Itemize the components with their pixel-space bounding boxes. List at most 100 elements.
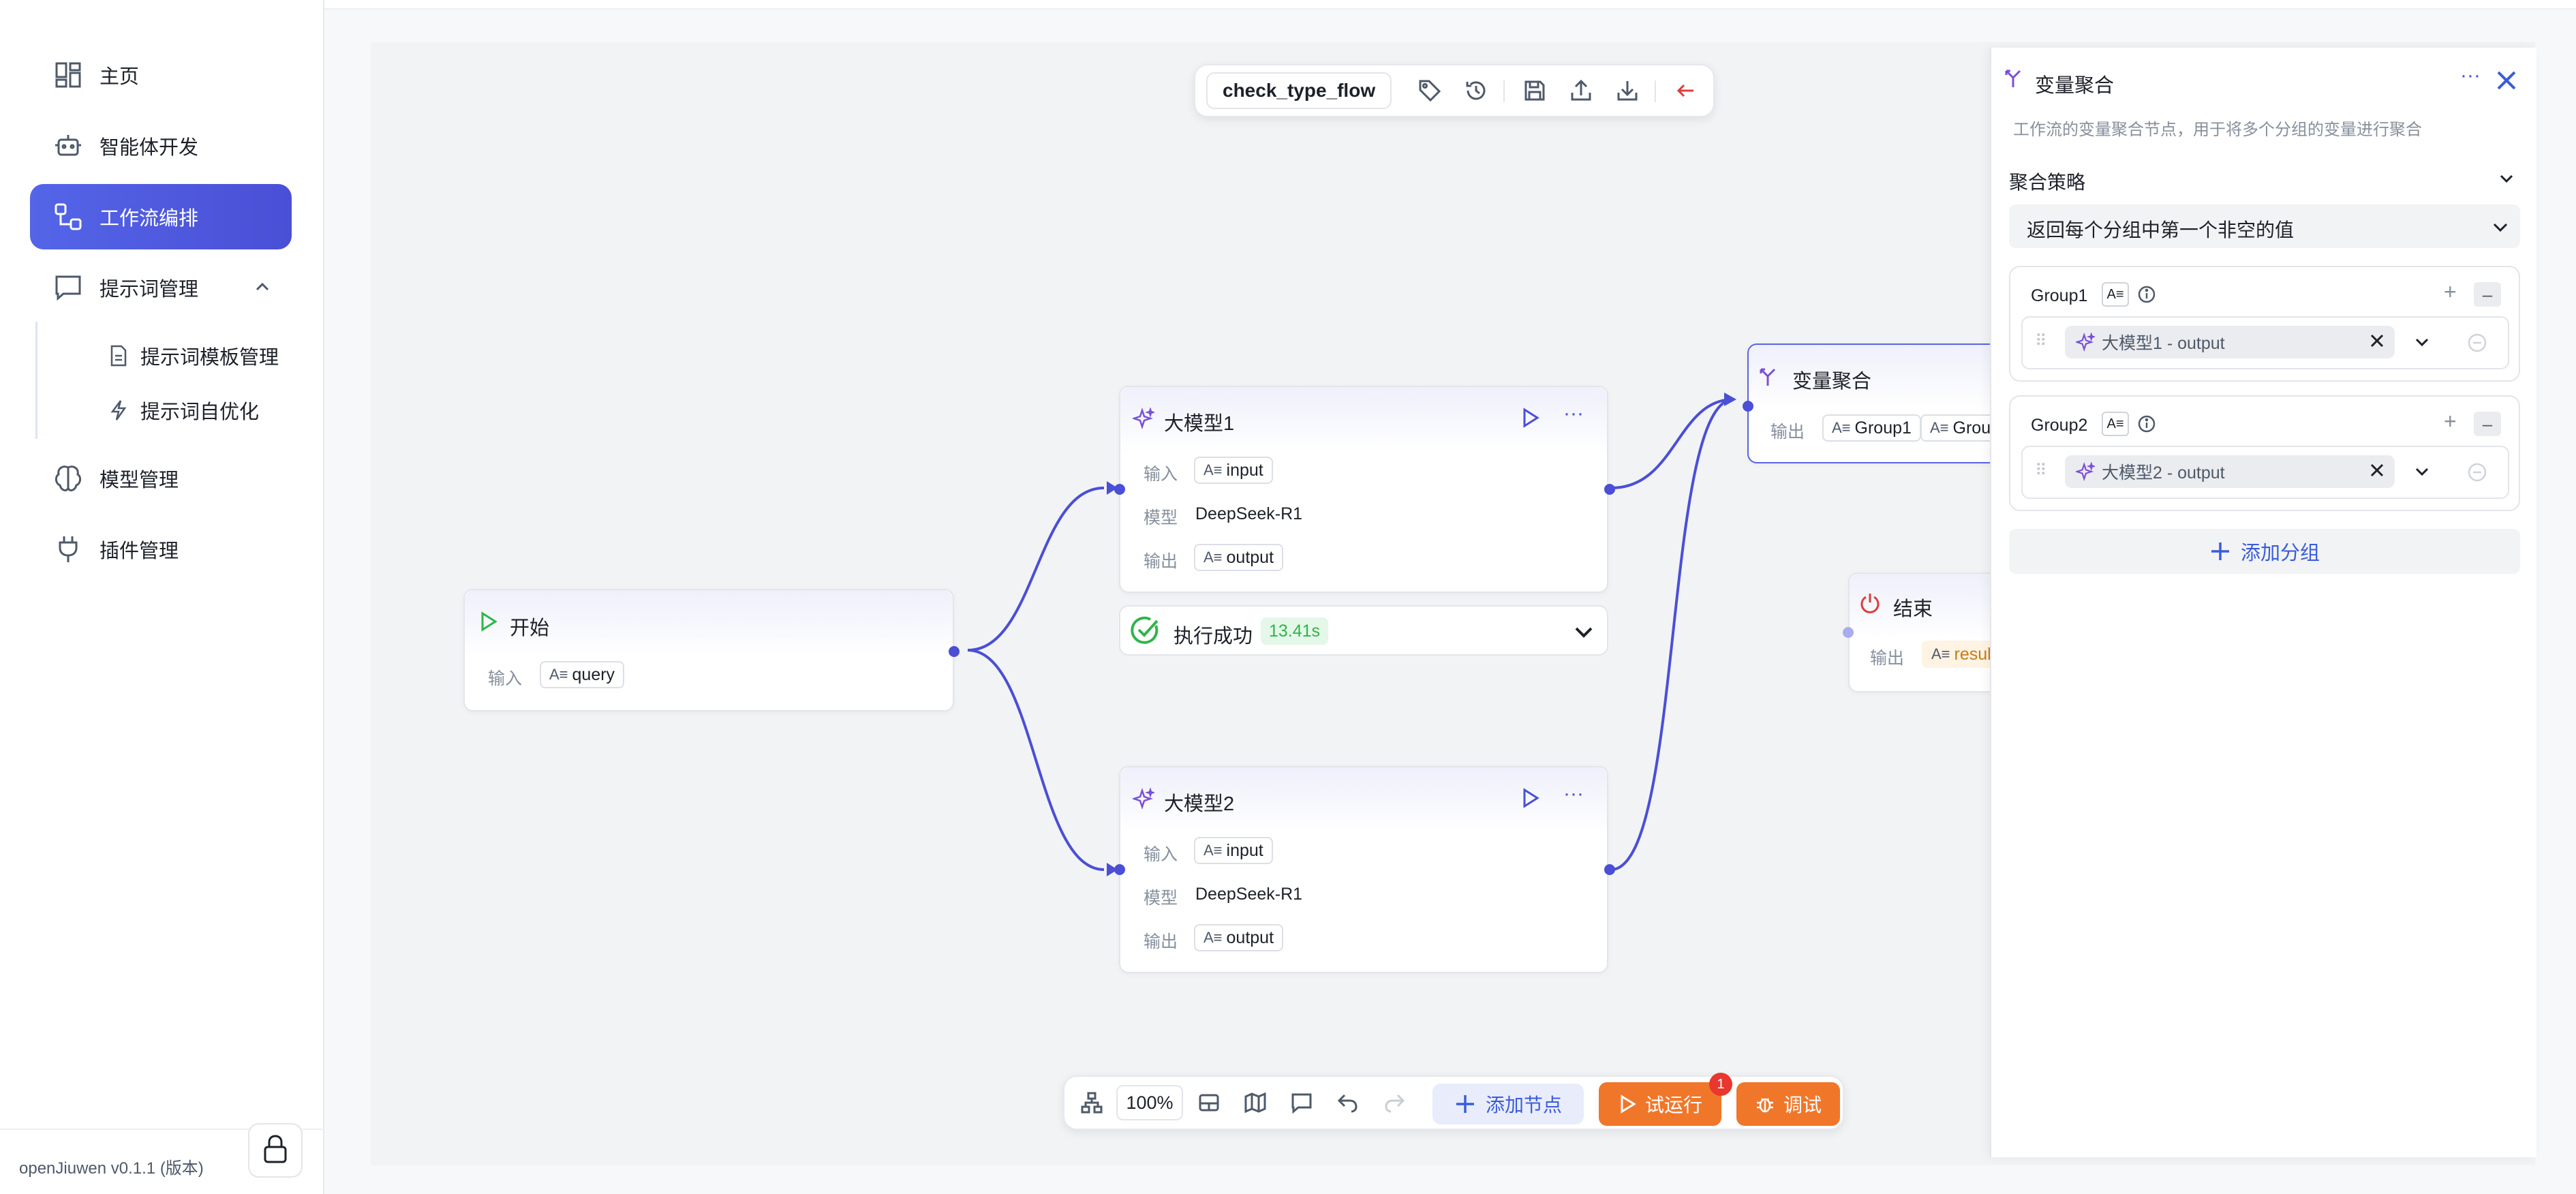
toolbar-divider — [1655, 80, 1656, 102]
chevron-down-icon — [2491, 218, 2509, 239]
chevron-down-icon[interactable] — [2414, 463, 2430, 483]
chevron-down-icon[interactable] — [1573, 622, 1595, 647]
drag-handle-icon[interactable]: ⠿ — [2035, 332, 2047, 350]
text-type-icon: A≡ — [1203, 549, 1223, 566]
drag-handle-icon[interactable]: ⠿ — [2035, 461, 2047, 480]
output-port[interactable] — [949, 646, 960, 657]
comment-icon[interactable] — [1285, 1086, 1318, 1119]
run-node-icon[interactable] — [1518, 786, 1542, 813]
variable-text: 大模型2 - output — [2102, 463, 2225, 483]
workflow-icon — [50, 199, 86, 234]
group-name: Group1 — [2031, 286, 2088, 305]
remove-group-button[interactable]: – — [2474, 282, 2501, 307]
tag-text: output — [1226, 928, 1274, 947]
variable-select[interactable]: 大模型1 - output — [2065, 326, 2395, 358]
nav-item-workflow[interactable]: 工作流编排 — [30, 184, 292, 249]
tag-text: output — [1226, 547, 1274, 567]
more-icon[interactable]: ··· — [1563, 402, 1584, 425]
map-icon[interactable] — [1239, 1086, 1272, 1119]
sparkle-icon — [2076, 333, 2095, 352]
debug-label: 调试 — [1783, 1094, 1822, 1116]
clear-icon[interactable] — [2369, 333, 2385, 354]
undo-icon[interactable] — [1332, 1086, 1364, 1119]
remove-variable-icon[interactable] — [2466, 461, 2489, 487]
output-label: 输出 — [1870, 649, 1905, 668]
more-icon[interactable]: ··· — [1563, 782, 1584, 805]
chevron-up-icon[interactable] — [254, 278, 271, 301]
sub-item-template[interactable]: 提示词模板管理 — [106, 335, 279, 376]
download-icon[interactable] — [1611, 74, 1644, 107]
clear-icon[interactable] — [2369, 462, 2385, 483]
save-icon[interactable] — [1518, 74, 1551, 107]
nav-item-model[interactable]: 模型管理 — [30, 446, 292, 511]
nav-item-home[interactable]: 主页 — [30, 42, 292, 108]
merge-icon — [2004, 68, 2023, 92]
exit-arrow-icon[interactable] — [1670, 74, 1702, 107]
model-value: DeepSeek-R1 — [1195, 504, 1303, 523]
nav-item-prompt[interactable]: 提示词管理 — [30, 255, 292, 320]
output-tag: A≡output — [1194, 924, 1284, 951]
text-type-icon: A≡ — [1203, 461, 1223, 478]
tag-icon[interactable] — [1413, 74, 1446, 107]
add-icon[interactable]: + — [2444, 409, 2457, 433]
nav-label: 工作流编排 — [99, 208, 199, 230]
output-label: 输出 — [1144, 552, 1178, 571]
input-port[interactable] — [1843, 627, 1854, 638]
redo-icon[interactable] — [1378, 1086, 1411, 1119]
add-node-button[interactable]: 添加节点 — [1432, 1084, 1584, 1124]
output-label: 输出 — [1770, 423, 1805, 442]
nav-item-plugin[interactable]: 插件管理 — [30, 517, 292, 582]
sub-item-label: 提示词自优化 — [140, 401, 260, 423]
history-icon[interactable] — [1460, 74, 1492, 107]
strategy-select[interactable]: 返回每个分组中第一个非空的值 — [2009, 204, 2520, 248]
play-icon — [478, 611, 499, 636]
duration-badge: 13.41s — [1261, 617, 1329, 645]
output-port[interactable] — [1604, 484, 1615, 495]
run-node-icon[interactable] — [1518, 406, 1542, 433]
zoom-level[interactable]: 100% — [1116, 1085, 1183, 1120]
input-port[interactable] — [1114, 484, 1125, 495]
power-icon — [1859, 592, 1881, 618]
upload-icon[interactable] — [1565, 74, 1597, 107]
add-group-button[interactable]: 添加分组 — [2009, 529, 2520, 574]
text-type-icon: A≡ — [2102, 412, 2129, 436]
trial-run-button[interactable]: 试运行 — [1599, 1082, 1721, 1126]
node-llm2[interactable]: 大模型2 ··· 输入 A≡input 模型 DeepSeek-R1 输出 A≡… — [1114, 766, 1615, 973]
remove-variable-icon[interactable] — [2466, 331, 2489, 358]
info-icon[interactable] — [2137, 414, 2156, 437]
input-label: 输入 — [1144, 465, 1178, 484]
edge-llm1-agg — [1610, 398, 1734, 489]
node-header — [465, 590, 953, 656]
variable-select[interactable]: 大模型2 - output — [2065, 455, 2395, 488]
tag-text: input — [1226, 840, 1263, 860]
output-port[interactable] — [1604, 864, 1615, 875]
input-tag: A≡input — [1194, 837, 1273, 864]
minimap-panel-icon[interactable] — [1193, 1086, 1225, 1119]
debug-button[interactable]: 调试 — [1736, 1082, 1840, 1126]
remove-group-button[interactable]: – — [2474, 412, 2501, 436]
play-icon — [1618, 1094, 1637, 1114]
run-status-bar[interactable]: 执行成功 13.41s — [1119, 605, 1608, 656]
input-port[interactable] — [1114, 864, 1125, 875]
info-icon[interactable] — [2137, 285, 2156, 307]
nav-label: 插件管理 — [99, 540, 179, 562]
node-start[interactable]: 开始 输入 A≡query — [463, 589, 960, 711]
nav-item-agent-dev[interactable]: 智能体开发 — [30, 113, 292, 179]
flow-name[interactable]: check_type_flow — [1206, 72, 1392, 109]
plus-icon — [2209, 540, 2231, 562]
input-port[interactable] — [1743, 401, 1753, 412]
add-icon[interactable]: + — [2444, 279, 2457, 304]
lock-button[interactable] — [248, 1123, 303, 1178]
output-tag: A≡output — [1194, 544, 1284, 571]
node-llm1[interactable]: 大模型1 ··· 输入 A≡input 模型 DeepSeek-R1 输出 A≡… — [1114, 386, 1615, 593]
edge-start-llm2 — [967, 649, 1105, 871]
chevron-down-icon[interactable] — [2414, 334, 2430, 354]
tag-text: input — [1226, 460, 1263, 480]
chevron-down-icon[interactable] — [2498, 170, 2515, 190]
close-icon[interactable] — [2496, 70, 2517, 95]
model-label: 模型 — [1144, 508, 1178, 527]
layout-tree-icon[interactable] — [1075, 1086, 1108, 1119]
more-icon[interactable]: ··· — [2460, 64, 2481, 87]
sub-item-optimize[interactable]: 提示词自优化 — [106, 390, 259, 431]
